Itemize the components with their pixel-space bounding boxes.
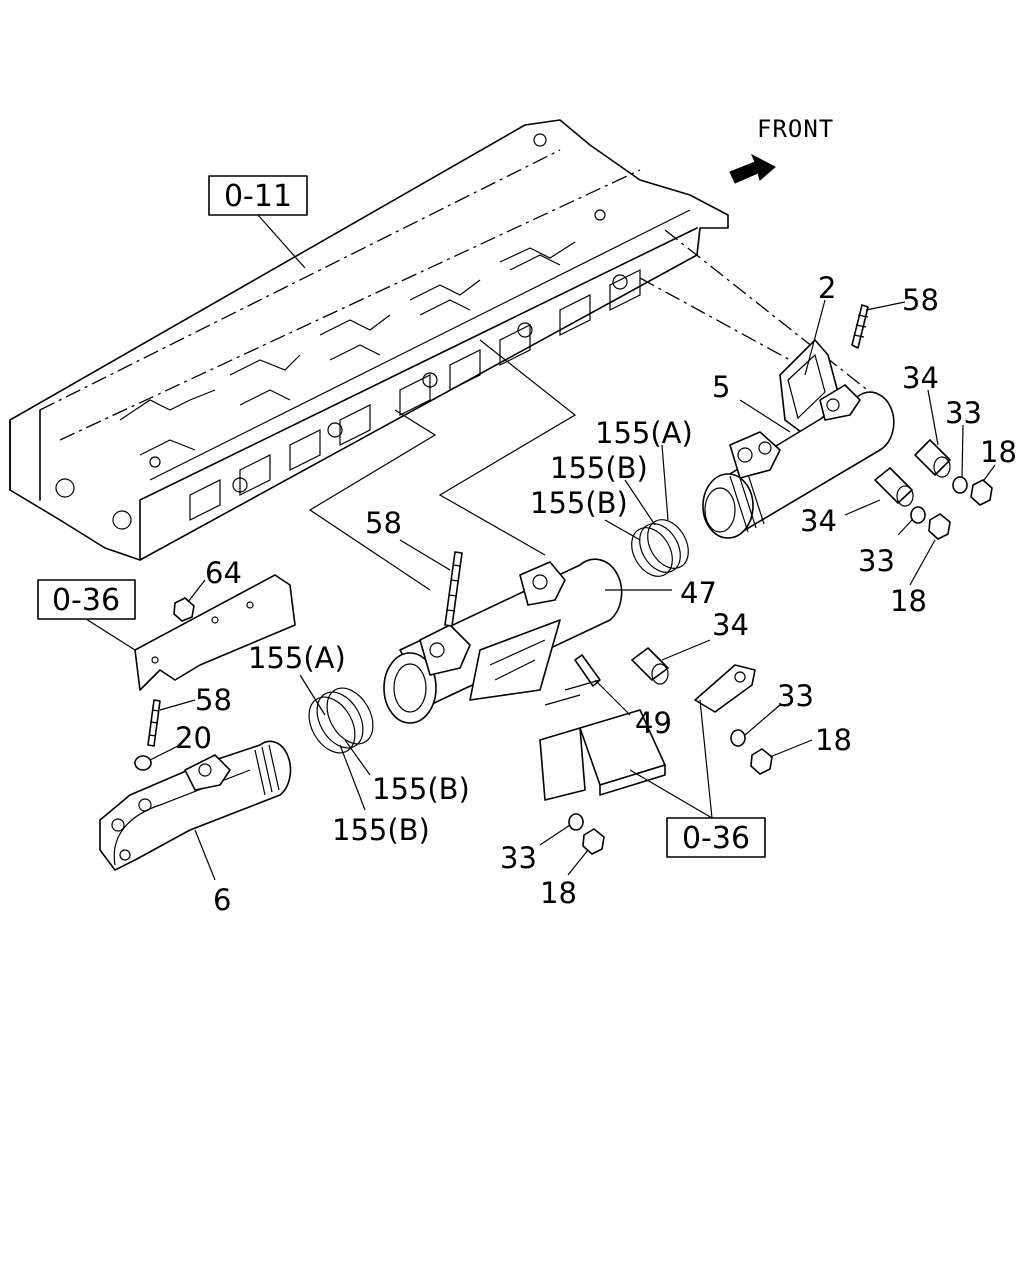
front-arrow-icon	[729, 153, 776, 184]
center-line	[664, 229, 881, 401]
callout-leaders	[149, 299, 996, 881]
bracket-assembly[interactable]	[539, 664, 756, 801]
nut-part-64[interactable]	[173, 597, 195, 622]
nut-part-18[interactable]	[750, 748, 773, 775]
ref-box-label: 0-36	[52, 583, 120, 618]
callout-33: 33	[945, 396, 982, 430]
ref-box-label: 0-36	[682, 821, 750, 856]
leader-0-36	[629, 699, 713, 819]
ref-box-0-36-bottom[interactable]: 0-36	[666, 817, 766, 858]
center-line	[438, 339, 577, 556]
stud-part-58[interactable]	[444, 551, 463, 627]
nut-part-18[interactable]	[928, 513, 951, 540]
ref-box-label: 0-11	[224, 179, 292, 214]
seal-rings-155-upper[interactable]	[623, 512, 696, 583]
callout-64: 64	[205, 556, 242, 590]
callout-155b: 155(B)	[530, 486, 628, 520]
callout-155b: 155(B)	[550, 451, 648, 485]
front-direction-indicator: FRONT	[729, 115, 834, 184]
leader-0-11	[257, 214, 306, 269]
callout-5: 5	[712, 370, 730, 404]
callout-18: 18	[980, 435, 1017, 469]
callout-34: 34	[800, 504, 837, 538]
washer-part-33[interactable]	[568, 813, 584, 831]
callout-49: 49	[635, 706, 672, 740]
washer-part-33[interactable]	[952, 476, 968, 494]
callout-34: 34	[712, 608, 749, 642]
callout-47: 47	[680, 576, 717, 610]
washer-part-33[interactable]	[910, 506, 926, 524]
callout-18: 18	[890, 584, 927, 618]
washer-part-33[interactable]	[730, 729, 746, 747]
center-line	[639, 277, 791, 361]
ref-box-0-11[interactable]: 0-11	[208, 175, 308, 216]
callout-58: 58	[195, 683, 232, 717]
callout-33: 33	[858, 544, 895, 578]
callout-18: 18	[815, 723, 852, 757]
callout-20: 20	[175, 721, 212, 755]
cylinder-head-drawing	[9, 119, 729, 561]
washer-part-20[interactable]	[134, 755, 152, 771]
callout-18: 18	[540, 876, 577, 910]
ref-box-0-36-left[interactable]: 0-36	[37, 579, 136, 620]
sleeve-part-34[interactable]	[914, 439, 951, 476]
leader-0-36	[85, 618, 136, 651]
callout-labels: 2 58 5 34 33 18 155(A) 155(B) 155(B) 34 …	[175, 271, 1017, 917]
callout-155a: 155(A)	[248, 641, 346, 675]
callout-155a: 155(A)	[595, 416, 693, 450]
front-label: FRONT	[757, 115, 834, 143]
nut-part-18[interactable]	[582, 828, 605, 855]
center-line	[308, 409, 437, 591]
callout-33: 33	[777, 679, 814, 713]
callout-155b: 155(B)	[372, 772, 470, 806]
heat-shield-bracket[interactable]	[134, 574, 296, 691]
callout-58: 58	[902, 283, 939, 317]
callout-33: 33	[500, 841, 537, 875]
exhaust-pipe-part-6[interactable]	[99, 740, 292, 871]
callout-6: 6	[213, 883, 231, 917]
callout-2: 2	[818, 271, 836, 305]
callout-34: 34	[902, 361, 939, 395]
nut-part-18[interactable]	[970, 479, 993, 506]
sleeve-part-34[interactable]	[631, 647, 669, 681]
callout-155b: 155(B)	[332, 813, 430, 847]
seal-rings-155-lower[interactable]	[300, 680, 383, 761]
sleeve-part-34[interactable]	[874, 467, 913, 504]
exhaust-pipe-part-47[interactable]	[383, 558, 623, 724]
exhaust-pipe-part-5[interactable]	[702, 384, 895, 539]
callout-58: 58	[365, 506, 402, 540]
